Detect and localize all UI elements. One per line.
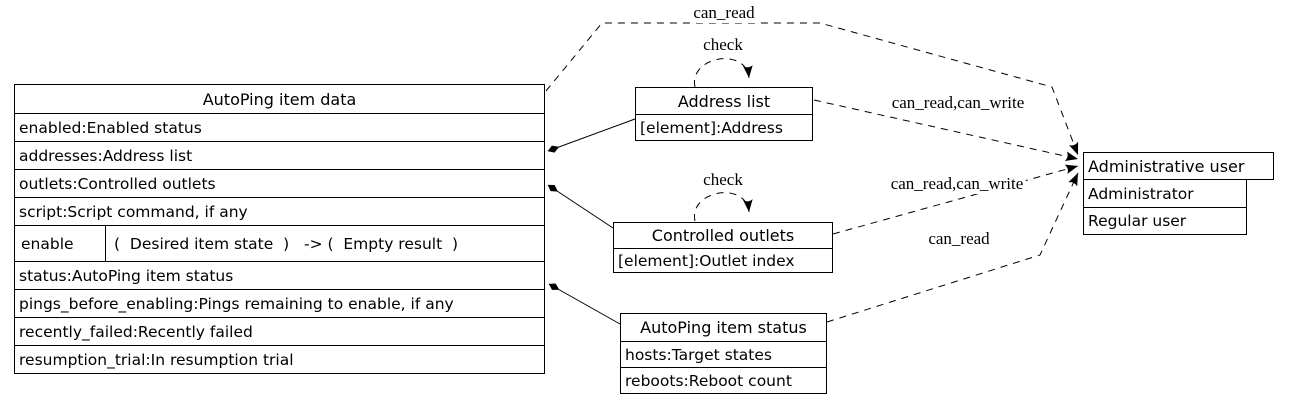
method-row-enable: enable ( Desired item state ) -> ( Empty… — [15, 225, 544, 261]
node-address-list: Address list [element]:Address — [635, 87, 813, 141]
edge-label-can-read-top: can_read — [691, 3, 757, 23]
edge-label-can-read-status: can_read — [926, 229, 992, 249]
field-row-script: script:Script command, if any — [15, 197, 544, 225]
node-autoping-item-status: AutoPing item status hosts:Target states… — [620, 313, 827, 394]
field-row-pings-before-enabling: pings_before_enabling:Pings remaining to… — [15, 289, 544, 317]
field-row-element-outlet-index: [element]:Outlet index — [614, 248, 832, 272]
field-row-enabled: enabled:Enabled status — [15, 113, 544, 141]
edge-label-check-address-list: check — [701, 35, 745, 55]
node-administrative-user-roles: Administrator Regular user — [1083, 179, 1247, 235]
field-row-recently-failed: recently_failed:Recently failed — [15, 317, 544, 345]
node-title-autoping-item-status: AutoPing item status — [640, 318, 807, 337]
edge-label-can-read-can-write-address: can_read,can_write — [889, 93, 1027, 113]
edge-item-status-composition — [548, 283, 621, 325]
method-signature-cell: ( Desired item state ) -> ( Empty result… — [114, 234, 459, 253]
edge-check-outlets-loop — [694, 192, 753, 222]
edge-label-check-controlled-outlets: check — [701, 170, 745, 190]
field-row-element-address: [element]:Address — [636, 114, 812, 140]
edge-item-outlets-composition — [547, 184, 614, 229]
role-row-regular-user: Regular user — [1084, 207, 1246, 234]
node-administrative-user: Administrative user — [1083, 152, 1274, 180]
edge-status-to-admin — [826, 172, 1079, 323]
role-row-administrator: Administrator — [1088, 184, 1194, 203]
field-row-hosts: hosts:Target states — [621, 341, 826, 367]
edge-label-can-read-can-write-outlets: can_read,can_write — [888, 174, 1026, 194]
field-row-resumption-trial: resumption_trial:In resumption trial — [15, 345, 544, 373]
edge-check-address-loop — [694, 58, 753, 88]
edge-address-to-admin — [813, 99, 1079, 162]
edge-outlets-to-admin — [832, 164, 1079, 235]
field-row-outlets: outlets:Controlled outlets — [15, 169, 544, 197]
field-row-reboots: reboots:Reboot count — [621, 367, 826, 393]
node-title-administrative-user: Administrative user — [1088, 156, 1245, 176]
edge-item-addresses-composition — [547, 118, 636, 153]
node-controlled-outlets: Controlled outlets [element]:Outlet inde… — [613, 222, 833, 273]
field-row-addresses: addresses:Address list — [15, 141, 544, 169]
method-name-cell: enable — [15, 226, 106, 261]
edge-can-read-top — [545, 22, 1079, 156]
node-title-address-list: Address list — [677, 91, 771, 111]
node-title-autoping-item-data: AutoPing item data — [202, 89, 357, 109]
node-title-controlled-outlets: Controlled outlets — [651, 226, 795, 245]
node-autoping-item-data: AutoPing item data enabled:Enabled statu… — [14, 84, 545, 374]
field-row-status: status:AutoPing item status — [15, 261, 544, 289]
